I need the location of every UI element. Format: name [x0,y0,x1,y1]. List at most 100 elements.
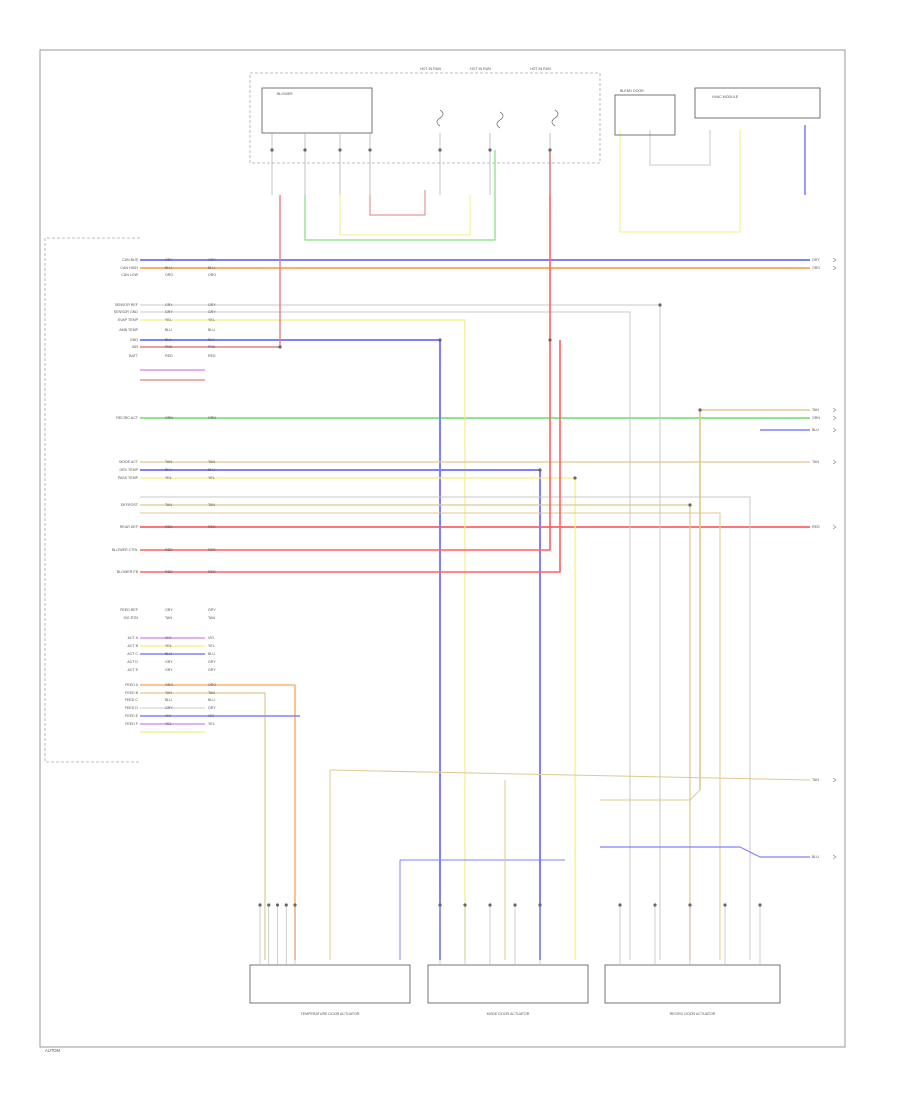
module-pin-code: GRY [208,258,216,262]
right-connector-arrow-icon [832,265,837,271]
actuator-pin-dot [258,903,262,907]
component-group [249,87,837,1004]
blend-door-box [614,94,676,136]
actuator-pin-dot [653,903,657,907]
top-drop-dot [548,148,552,152]
junction-dot [658,303,662,307]
right-connector-label: GRN [812,416,820,420]
right-connector-arrow-icon [832,459,837,465]
top-drop-dot [488,148,492,152]
hvac-control-module-outline [44,237,140,763]
module-pin-code: BLU [208,468,215,472]
actuator-2-label: MODE DOOR ACTUATOR [487,1012,530,1016]
module-pin-label: BLOWER CTRL [112,548,138,552]
actuator-pin-dot [618,903,622,907]
junction-dot [538,468,542,472]
defrost-ref-wire [140,496,751,960]
right-connector-label: BLU [812,428,819,432]
right-connector-arrow-icon [832,524,837,530]
module-pin-label: CAN BUS [122,258,139,262]
lower-pin-label: FEED B [125,691,139,695]
lower-pin-label: ACT B [127,644,138,648]
lower-pin-wire-label: VIO [165,714,171,718]
lower-pin-code: YEL [208,644,215,648]
module-pin-code: RED [208,525,216,529]
lower-pin-label: FEED D [125,706,139,710]
feed-a-wire [140,684,296,960]
module-pin-code: YEL [208,318,215,322]
blower-fb-wire [140,340,561,573]
lower-pin-wire-label: GRY [165,668,173,672]
recirc-tan-wire [600,789,701,801]
right-connector-arrow-icon [832,257,837,263]
right-connector-arrow-icon [832,407,837,413]
actuator-pin-dot [275,903,280,907]
drv-temp-wire [140,469,541,960]
lower-pin-code: BLU [208,698,215,702]
lower-pin-code: GRY [208,660,216,664]
module-pin-label: GND [130,338,138,342]
footer-code: AUTOM [45,1048,61,1053]
feed-b-wire [140,692,266,960]
junction-dot [698,408,702,412]
actuator-box [427,964,589,1004]
blower-ctrl-wire [140,195,551,551]
right-connector-arrow-icon [832,427,837,433]
module-pin-wire-label: RED [165,354,173,358]
lower-pin-label: ACT C [127,652,138,656]
actuator-pin-dot [513,903,517,907]
lower-pin-wire-label: TAN [165,616,172,620]
lower-pin-code: ORG [208,683,216,687]
lower-pin-code: TAN [208,691,215,695]
actuator-1-label: TEMPERATURE DOOR ACTUATOR [301,1012,360,1016]
lower-pin-label: SIG RTN [123,616,138,620]
module-pin-label: DEFROST [121,503,139,507]
wire-group [140,125,811,960]
junction-dot [688,503,692,507]
lower-pin-code: GRY [208,706,216,710]
module-pin-label: EVAP TEMP [118,318,139,322]
module-pin-label: RECIRC ACT [116,416,139,420]
module-pin-code: ORG [208,273,216,277]
lower-pin-label: FEED E [125,714,139,718]
lower-pin-label: ACT A [128,636,139,640]
actuator-pin-dot [538,903,542,907]
module-pin-wire-label: RED [165,570,173,574]
module-pin-label: SENSOR GND [114,310,139,314]
module-pin-wire-label: YEL [165,318,172,322]
module-pin-code: GRN [208,416,216,420]
hot-fuse-c-label: HOT IN RUN [530,67,551,71]
junction-dot [438,338,442,342]
module-pin-label: SENSOR REF [115,303,139,307]
recirc-blu-wire [600,846,810,858]
module-pin-code: BLK [208,338,215,342]
top-drop-dot [438,148,442,152]
module-pin-wire-label: ORG [165,273,173,277]
module-pin-label: AMB TEMP [119,328,138,332]
blower-switch-label: BLOWER [277,92,293,96]
actuator-pin-dot [267,903,271,907]
defrost-rtn-wire [140,512,721,960]
module-pin-label: BATT [129,354,139,358]
module-pin-wire-label: BLK [165,338,172,342]
lower-pin-code: YEL [208,722,215,726]
actuator-pin-dot [438,903,442,907]
module-pin-wire-label: GRY [165,303,173,307]
blend-gray-wire [649,130,711,166]
module-pin-code: RED [208,354,216,358]
lower-pin-wire-label: BLU [165,652,172,656]
right-connector-arrow-icon [832,777,837,783]
lower-pin-wire-label: GRY [165,608,173,612]
module-pin-wire-label: YEL [165,476,172,480]
module-pin-label: CAN HIGH [120,266,138,270]
right-connector-label: TAN [812,460,819,464]
module-pin-code: TAN [208,460,215,464]
blend-door-label: BLEND DOOR [620,89,644,93]
blower-switch-region [249,72,601,164]
pink-loop-wire [369,190,426,216]
module-pin-wire-label: GRY [165,258,173,262]
blend-yellow-wire [619,130,741,233]
right-connector-label: BLU [812,855,819,859]
lower-pin-wire-label: VIO [165,636,171,640]
